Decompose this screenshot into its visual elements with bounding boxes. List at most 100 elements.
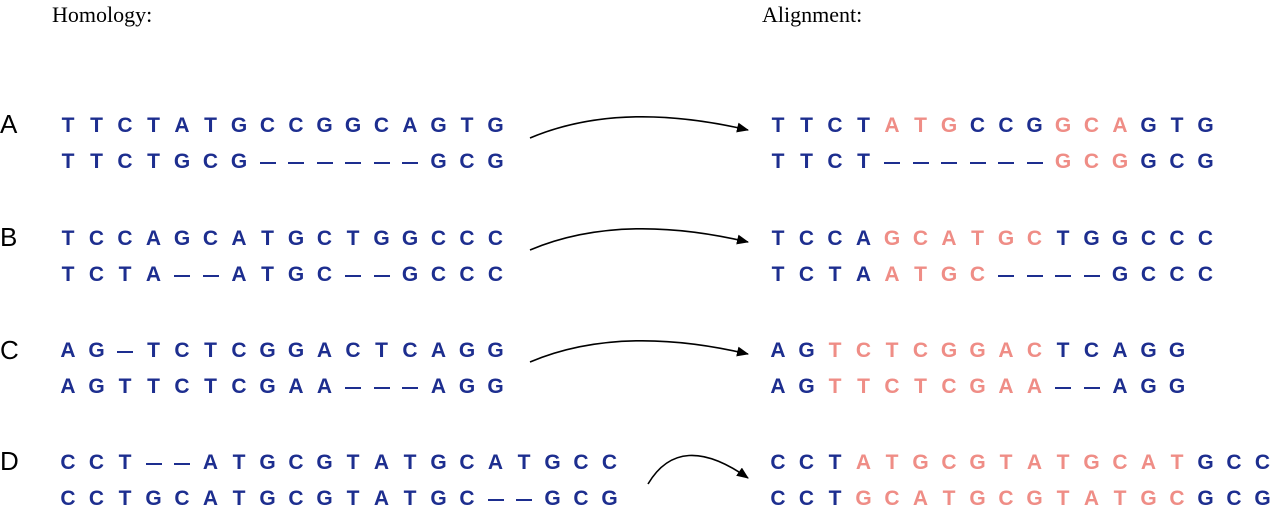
nucleotide: C <box>117 114 133 137</box>
nucleotide: G <box>287 227 305 250</box>
nucleotide: G <box>1083 227 1100 250</box>
nucleotide: A <box>855 263 872 286</box>
gap-dash <box>145 463 162 465</box>
nucleotide: T <box>885 451 899 474</box>
nucleotide: C <box>998 114 1014 137</box>
nucleotide: G <box>1140 150 1157 173</box>
nucleotide: T <box>828 339 842 362</box>
nucleotide: C <box>1026 227 1043 250</box>
nucleotide: C <box>798 227 815 250</box>
nucleotide: G <box>1168 339 1186 362</box>
nucleotide: C <box>1169 227 1185 250</box>
nucleotide: G <box>487 339 504 362</box>
nucleotide: G <box>430 487 447 510</box>
nucleotide: T <box>1170 114 1184 137</box>
nucleotide: G <box>1197 451 1214 474</box>
nucleotide: C <box>1169 150 1185 173</box>
nucleotide: C <box>373 114 390 137</box>
nucleotide: G <box>997 227 1015 250</box>
nucleotide: T <box>1113 487 1127 510</box>
nucleotide: C <box>1026 339 1043 362</box>
nucleotide: C <box>770 451 786 474</box>
nucleotide: G <box>145 487 162 510</box>
nucleotide: C <box>1226 451 1242 474</box>
nucleotide: T <box>828 451 842 474</box>
nucleotide: G <box>940 263 958 286</box>
nucleotide: G <box>88 375 105 398</box>
nucleotide: T <box>885 339 899 362</box>
nucleotide: T <box>857 150 870 173</box>
nucleotide: C <box>1226 487 1242 510</box>
nucleotide: T <box>914 375 927 398</box>
nucleotide: A <box>202 451 219 474</box>
nucleotide: A <box>60 339 76 362</box>
nucleotide: G <box>287 263 305 286</box>
nucleotide: C <box>1197 227 1214 250</box>
nucleotide: C <box>60 451 76 474</box>
nucleotide: A <box>316 339 333 362</box>
nucleotide: C <box>117 150 133 173</box>
nucleotide: A <box>770 339 786 362</box>
nucleotide: G <box>940 339 958 362</box>
nucleotide: C <box>941 451 957 474</box>
nucleotide: T <box>971 227 984 250</box>
gap-dash <box>345 162 361 164</box>
nucleotide: C <box>459 227 475 250</box>
nucleotide: C <box>827 227 843 250</box>
nucleotide: G <box>969 339 986 362</box>
nucleotide: C <box>88 451 105 474</box>
nucleotide: G <box>259 487 276 510</box>
nucleotide: G <box>316 451 333 474</box>
nucleotide: G <box>1140 114 1157 137</box>
nucleotide: C <box>459 263 475 286</box>
nucleotide: C <box>770 487 786 510</box>
nucleotide: A <box>316 375 333 398</box>
nucleotide: C <box>855 339 872 362</box>
nucleotide: T <box>914 114 927 137</box>
nucleotide: A <box>855 451 872 474</box>
nucleotide: T <box>118 375 132 398</box>
nucleotide: T <box>1056 227 1070 250</box>
nucleotide: G <box>1026 487 1043 510</box>
nucleotide: G <box>344 114 362 137</box>
nucleotide: T <box>403 487 417 510</box>
nucleotide: G <box>969 451 986 474</box>
gap-dash <box>345 387 361 389</box>
nucleotide: G <box>487 150 504 173</box>
nucleotide: G <box>259 339 276 362</box>
nucleotide: T <box>857 114 870 137</box>
nucleotide: C <box>912 227 929 250</box>
nucleotide: G <box>544 451 561 474</box>
nucleotide: C <box>316 227 333 250</box>
nucleotide: G <box>969 375 986 398</box>
nucleotide: A <box>998 339 1014 362</box>
nucleotide: C <box>231 339 247 362</box>
nucleotide: T <box>61 263 75 286</box>
nucleotide: C <box>60 487 76 510</box>
nucleotide: T <box>1056 339 1070 362</box>
nucleotide: G <box>883 227 901 250</box>
nucleotide: G <box>1111 227 1129 250</box>
nucleotide: A <box>373 487 390 510</box>
nucleotide: T <box>147 339 160 362</box>
nucleotide: G <box>88 339 105 362</box>
nucleotide: T <box>1170 451 1184 474</box>
nucleotide: T <box>90 114 103 137</box>
nucleotide: G <box>855 487 872 510</box>
nucleotide: A <box>487 451 504 474</box>
nucleotide: T <box>800 150 813 173</box>
nucleotide: C <box>941 375 957 398</box>
nucleotide: G <box>373 227 390 250</box>
nucleotide: T <box>147 375 160 398</box>
nucleotide: T <box>232 487 246 510</box>
nucleotide: G <box>1140 375 1157 398</box>
nucleotide: A <box>1112 339 1128 362</box>
nucleotide: G <box>401 263 419 286</box>
nucleotide: T <box>90 150 103 173</box>
nucleotide: T <box>118 451 132 474</box>
nucleotide: G <box>230 150 248 173</box>
nucleotide: A <box>430 375 447 398</box>
nucleotide: G <box>912 451 929 474</box>
nucleotide: G <box>173 150 191 173</box>
nucleotide: G <box>487 375 504 398</box>
